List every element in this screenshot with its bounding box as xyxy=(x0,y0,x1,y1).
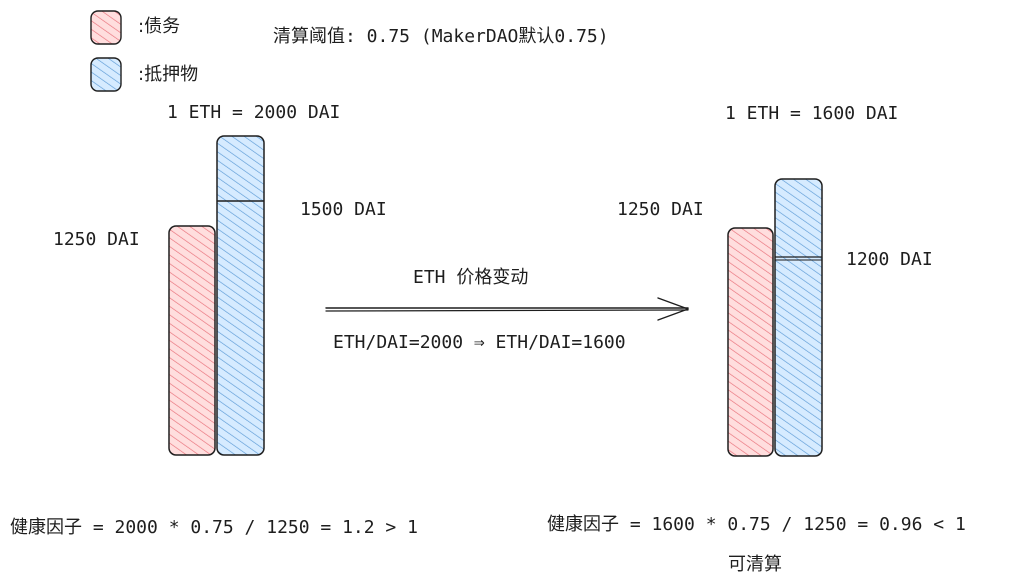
liquidatable-status: 可清算 xyxy=(728,554,782,575)
debt-swatch-icon xyxy=(90,10,122,45)
collateral-swatch-icon xyxy=(90,57,122,92)
rate-change-text: ETH/DAI=2000 ⇒ ETH/DAI=1600 xyxy=(333,332,626,353)
legend-collateral-label: :抵押物 xyxy=(138,64,199,85)
transition-caption: ETH 价格变动 xyxy=(413,267,529,288)
before-debt-value: 1250 DAI xyxy=(53,229,140,250)
right-arrow-icon xyxy=(325,297,689,321)
legend-debt-label: :债务 xyxy=(138,16,181,37)
before-debt-bar xyxy=(168,225,216,456)
before-health-factor: 健康因子 = 2000 * 0.75 / 1250 = 1.2 > 1 xyxy=(10,517,418,538)
after-collateral-bar xyxy=(774,178,823,457)
before-collateral-value: 1500 DAI xyxy=(300,199,387,220)
after-debt-bar xyxy=(727,227,774,457)
after-price-label: 1 ETH = 1600 DAI xyxy=(725,103,899,124)
after-debt-value: 1250 DAI xyxy=(617,199,704,220)
liquidation-threshold-text: 清算阈值: 0.75 (MakerDAO默认0.75) xyxy=(273,26,609,47)
before-collateral-bar xyxy=(216,135,265,456)
after-collateral-value: 1200 DAI xyxy=(846,249,933,270)
before-price-label: 1 ETH = 2000 DAI xyxy=(167,102,341,123)
after-health-factor: 健康因子 = 1600 * 0.75 / 1250 = 0.96 < 1 xyxy=(547,514,966,535)
